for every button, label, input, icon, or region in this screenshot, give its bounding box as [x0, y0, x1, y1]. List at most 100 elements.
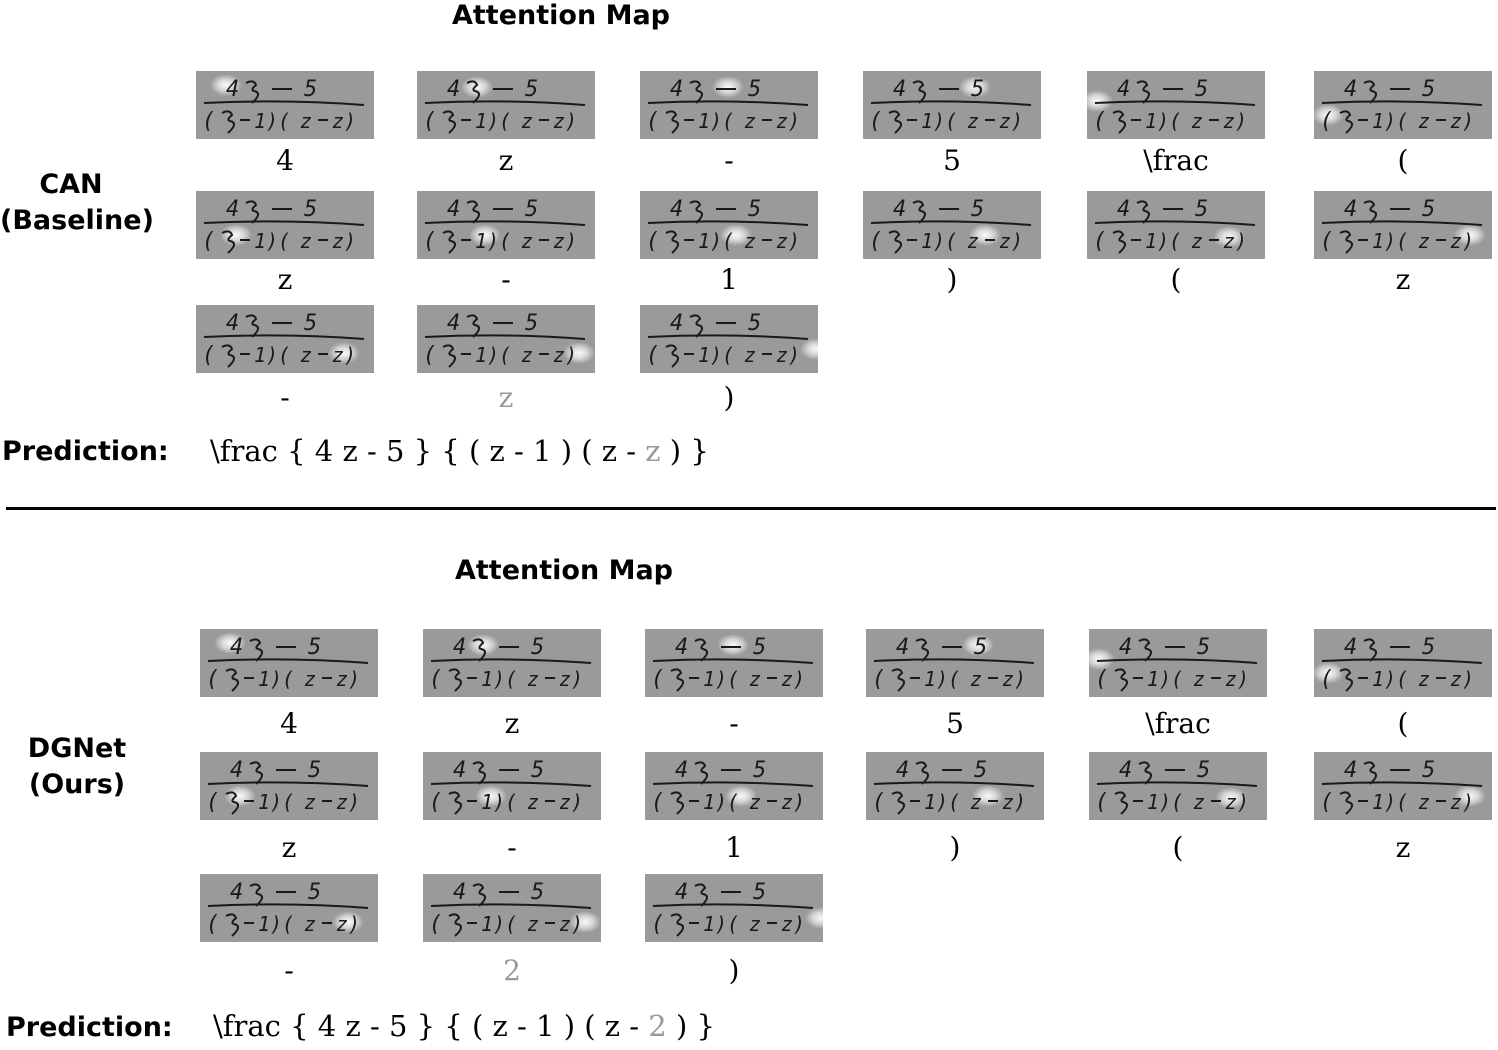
section-divider	[6, 507, 1496, 510]
svg-text:z: z	[1418, 229, 1430, 253]
svg-text:4: 4	[670, 77, 683, 102]
svg-text:z): z)	[1002, 667, 1026, 691]
section-title: Attention Map	[452, 0, 670, 31]
attention-map-tile: 4 5 ( 1)( z z)	[196, 191, 374, 259]
svg-text:z): z)	[999, 229, 1023, 253]
svg-text:1)(: 1)(	[1147, 667, 1183, 691]
svg-text:z: z	[1191, 109, 1203, 133]
svg-text:5: 5	[308, 635, 321, 660]
svg-text:5: 5	[525, 77, 538, 102]
svg-text:z: z	[749, 667, 761, 691]
svg-text:5: 5	[531, 758, 544, 783]
attention-map-tile: 4 5 ( 1)( z z)	[417, 305, 595, 373]
section-title: Attention Map	[455, 555, 673, 586]
svg-text:4: 4	[1344, 635, 1357, 660]
svg-text:1)(: 1)(	[481, 790, 517, 814]
svg-text:4: 4	[896, 635, 909, 660]
svg-text:4: 4	[453, 635, 466, 660]
svg-text:(: (	[651, 790, 664, 815]
decoded-token: 4	[276, 144, 294, 177]
svg-text:1)(: 1)(	[475, 109, 511, 133]
svg-text:5: 5	[1195, 77, 1208, 102]
svg-text:(: (	[429, 912, 442, 937]
handwritten-expression-image: 4 5 ( 1)( z z)	[645, 752, 823, 820]
svg-text:(: (	[1320, 229, 1333, 254]
svg-text:z: z	[967, 229, 979, 253]
svg-text:(: (	[869, 229, 882, 254]
svg-text:1)(: 1)(	[698, 343, 734, 367]
svg-text:(: (	[872, 790, 885, 815]
attention-map-tile: 4 5 ( 1)( z z)	[1314, 191, 1492, 259]
svg-text:1)(: 1)(	[258, 912, 294, 936]
svg-text:5: 5	[753, 758, 766, 783]
method-name: CAN	[39, 169, 103, 200]
svg-text:1)(: 1)(	[703, 912, 739, 936]
svg-text:5: 5	[531, 880, 544, 905]
handwritten-expression-image: 4 5 ( 1)( z z)	[645, 629, 823, 697]
svg-text:z: z	[1193, 667, 1205, 691]
svg-text:z: z	[749, 790, 761, 814]
svg-text:(: (	[423, 109, 436, 134]
svg-text:5: 5	[308, 880, 321, 905]
attention-map-tile: 4 5 ( 1)( z z)	[423, 752, 601, 820]
attention-map-tile: 4 5 ( 1)( z z)	[200, 629, 378, 697]
svg-text:z): z)	[559, 667, 583, 691]
handwritten-expression-image: 4 5 ( 1)( z z)	[866, 629, 1044, 697]
svg-text:(: (	[1095, 790, 1108, 815]
svg-text:(: (	[423, 343, 436, 368]
svg-text:1)(: 1)(	[698, 229, 734, 253]
svg-text:z: z	[304, 912, 316, 936]
svg-text:z): z)	[781, 912, 805, 936]
svg-text:5: 5	[1197, 635, 1210, 660]
svg-text:z: z	[1418, 109, 1430, 133]
prediction-closing: ) }	[660, 434, 709, 468]
svg-text:4: 4	[453, 880, 466, 905]
decoded-token: z	[277, 263, 293, 296]
svg-text:z): z)	[1450, 229, 1474, 253]
prediction-correct-part: \frac { 4 z - 5 } { ( z - 1 ) ( z -	[213, 1009, 649, 1043]
svg-text:z): z)	[1225, 667, 1249, 691]
svg-text:5: 5	[1422, 197, 1435, 222]
svg-text:(: (	[423, 229, 436, 254]
svg-text:z: z	[521, 343, 533, 367]
attention-map-tile: 4 5 ( 1)( z z)	[640, 71, 818, 139]
svg-text:1)(: 1)(	[1372, 229, 1408, 253]
decoded-token: -	[507, 831, 517, 864]
svg-text:4: 4	[230, 635, 243, 660]
svg-text:4: 4	[447, 311, 460, 336]
handwritten-expression-image: 4 5 ( 1)( z z)	[1314, 71, 1492, 139]
decoded-token: -	[729, 707, 739, 740]
svg-text:z): z)	[559, 790, 583, 814]
decoded-token: 5	[943, 144, 961, 177]
attention-map-tile: 4 5 ( 1)( z z)	[196, 305, 374, 373]
handwritten-expression-image: 4 5 ( 1)( z z)	[423, 629, 601, 697]
attention-map-tile: 4 5 ( 1)( z z)	[196, 71, 374, 139]
svg-text:4: 4	[1344, 197, 1357, 222]
attention-map-tile: 4 5 ( 1)( z z)	[640, 305, 818, 373]
decoded-token: (	[1397, 707, 1409, 740]
handwritten-expression-image: 4 5 ( 1)( z z)	[423, 874, 601, 942]
svg-text:5: 5	[974, 758, 987, 783]
prediction-correct-part: \frac { 4 z - 5 } { ( z - 1 ) ( z -	[210, 434, 646, 468]
handwritten-expression-image: 4 5 ( 1)( z z)	[863, 71, 1041, 139]
svg-text:(: (	[202, 343, 215, 368]
svg-text:z: z	[527, 667, 539, 691]
decoded-token: 2	[503, 954, 521, 987]
svg-text:5: 5	[748, 77, 761, 102]
attention-map-tile: 4 5 ( 1)( z z)	[866, 752, 1044, 820]
svg-text:4: 4	[1117, 77, 1130, 102]
attention-map-tile: 4 5 ( 1)( z z)	[645, 629, 823, 697]
svg-text:1)(: 1)(	[921, 109, 957, 133]
attention-map-tile: 4 5 ( 1)( z z)	[640, 191, 818, 259]
svg-text:5: 5	[531, 635, 544, 660]
svg-text:4: 4	[893, 197, 906, 222]
svg-text:(: (	[1093, 229, 1106, 254]
svg-text:z): z)	[332, 229, 356, 253]
decoded-token: z	[504, 707, 520, 740]
svg-text:5: 5	[971, 77, 984, 102]
svg-text:z: z	[527, 912, 539, 936]
decoded-token: \frac	[1143, 144, 1209, 177]
prediction-label: Prediction:	[2, 436, 169, 467]
svg-text:(: (	[1320, 109, 1333, 134]
svg-text:z): z)	[553, 109, 577, 133]
